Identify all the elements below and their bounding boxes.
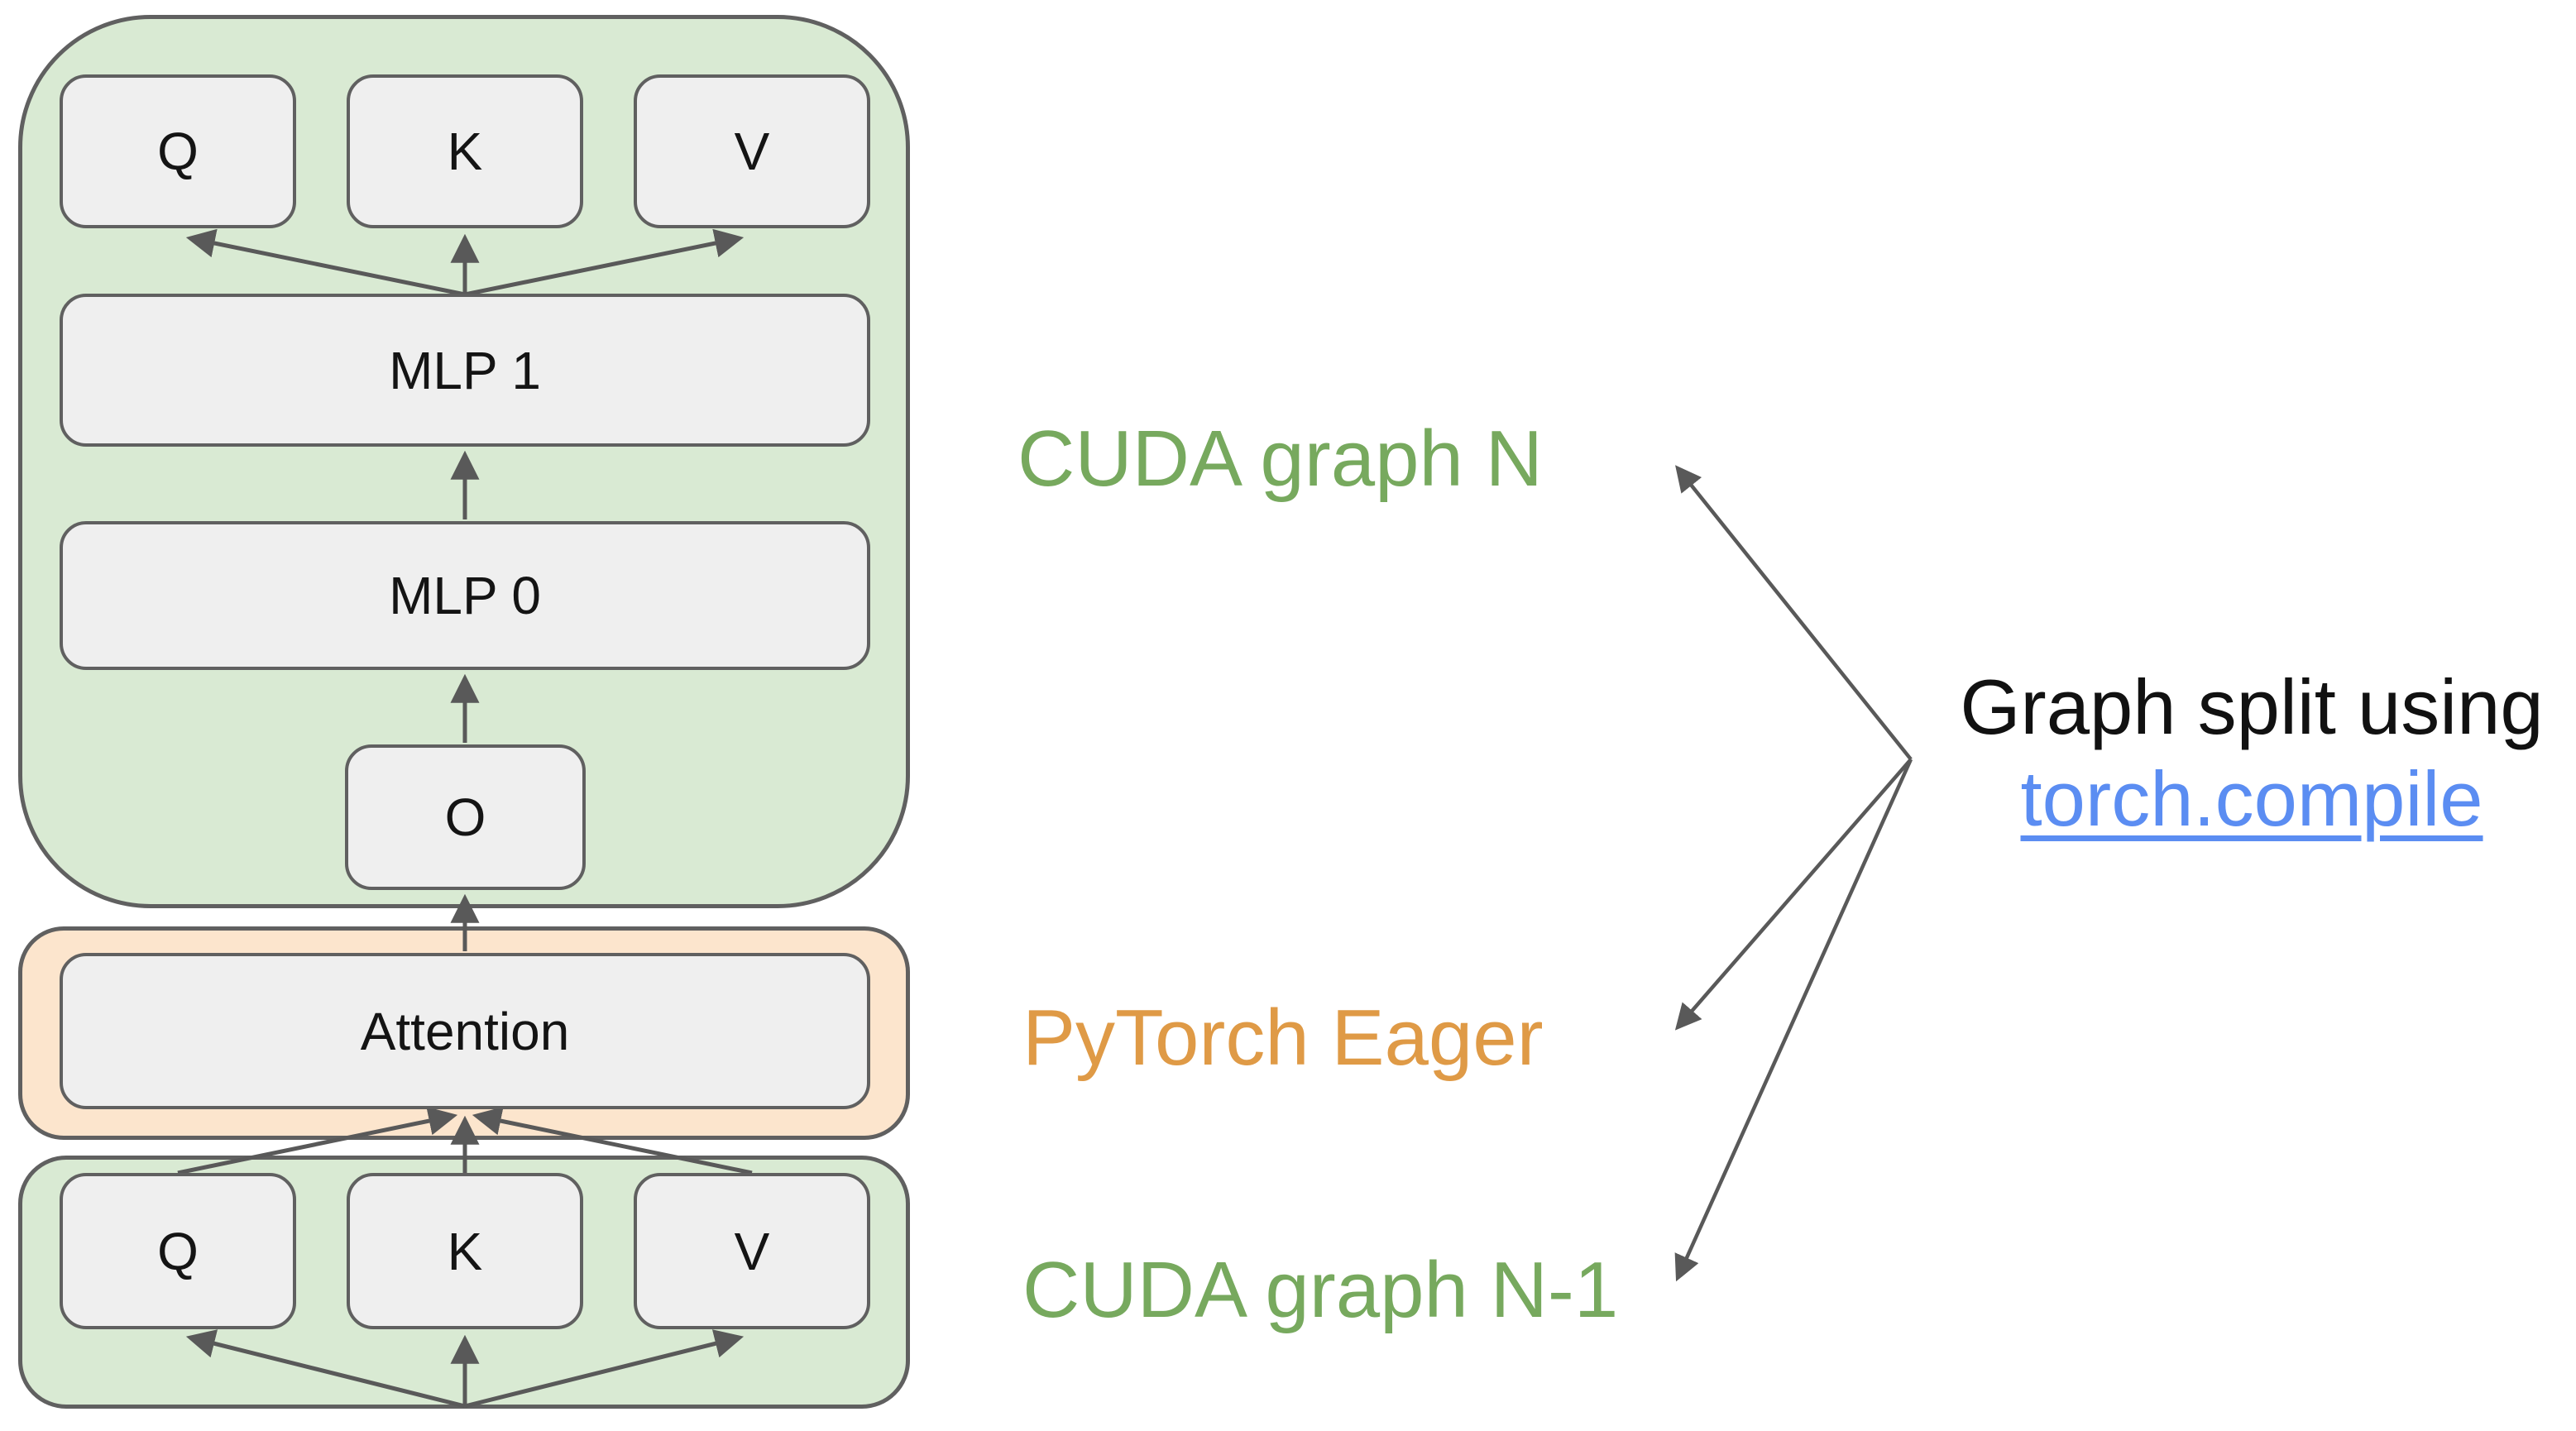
node-q-bottom-label: Q	[157, 1221, 199, 1281]
node-attention: Attention	[60, 953, 870, 1109]
node-mlp1: MLP 1	[60, 294, 870, 447]
graph-split-text: Graph split using	[1960, 663, 2544, 750]
node-v-bottom-label: V	[734, 1221, 770, 1281]
node-o-label: O	[444, 787, 486, 847]
arrow-mlp1-to-v-top	[464, 228, 745, 297]
arrow-input-to-q-bottom	[185, 1329, 466, 1409]
arrow-q-bottom-to-attention	[177, 1106, 458, 1175]
node-v-top: V	[634, 74, 870, 228]
node-k-top: K	[347, 74, 583, 228]
node-k-bottom-label: K	[447, 1221, 483, 1281]
arrow-split-to-cuda-graph-n-1	[1674, 759, 1913, 1282]
label-pytorch-eager: PyTorch Eager	[1022, 993, 1544, 1082]
node-v-top-label: V	[734, 122, 770, 181]
label-cuda-graph-n-1: CUDA graph N-1	[1022, 1246, 1619, 1334]
node-q-top: Q	[60, 74, 296, 228]
node-q-bottom: Q	[60, 1173, 296, 1329]
graph-split-annotation: Graph split using torch.compile	[1927, 662, 2576, 845]
node-k-top-label: K	[447, 122, 483, 181]
arrow-v-bottom-to-attention	[472, 1106, 753, 1175]
arrow-input-to-v-bottom	[464, 1329, 745, 1409]
arrow-split-to-cuda-graph-n	[1675, 465, 1913, 761]
node-attention-label: Attention	[360, 1001, 570, 1061]
arrow-mlp1-to-q-top	[185, 228, 466, 297]
node-mlp0-label: MLP 0	[389, 566, 541, 625]
label-cuda-graph-n: CUDA graph N	[1017, 414, 1543, 503]
node-mlp1-label: MLP 1	[389, 340, 541, 400]
torch-compile-link[interactable]: torch.compile	[2020, 755, 2483, 842]
node-k-bottom: K	[347, 1173, 583, 1329]
node-v-bottom: V	[634, 1173, 870, 1329]
node-mlp0: MLP 0	[60, 521, 870, 670]
node-q-top-label: Q	[157, 122, 199, 181]
node-o: O	[345, 744, 586, 890]
arrow-split-to-pytorch-eager	[1674, 758, 1913, 1031]
